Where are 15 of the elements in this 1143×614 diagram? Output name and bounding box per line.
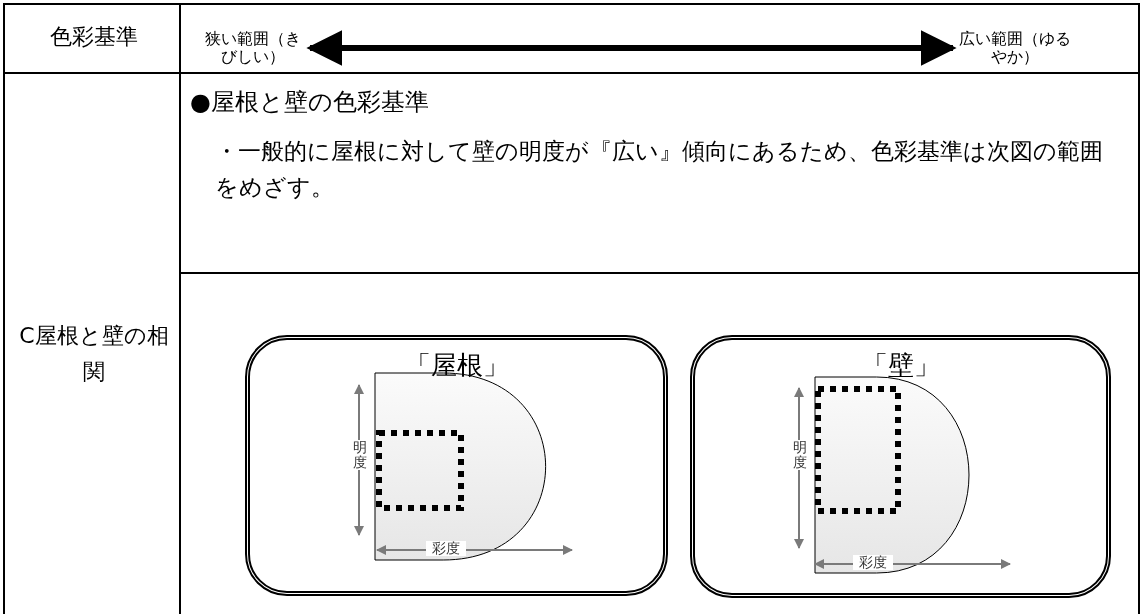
panel-card [690,335,1111,598]
section-heading: ●屋根と壁の色彩基準 [190,87,430,118]
axis-label: 明度 [353,440,369,470]
axis-label: 彩度 [853,555,893,570]
row-header: C屋根と壁の相関 [18,322,170,386]
axis-label: 彩度 [426,541,466,556]
range-label: 狭い範囲（きびしい） [198,30,308,66]
row-header: 色彩基準 [49,23,139,51]
panel-title: 「壁」 [860,349,941,382]
panel-card [245,335,668,596]
range-label: 広い範囲（ゆるやか） [955,30,1075,66]
axis-label: 明度 [793,440,809,470]
double-arrow [306,30,957,66]
panel-title: 「屋根」 [403,349,510,382]
body-text: ・一般的に屋根に対して壁の明度が『広い』傾向にあるため、色彩基準は次図の範囲をめざす。 [215,137,1104,202]
